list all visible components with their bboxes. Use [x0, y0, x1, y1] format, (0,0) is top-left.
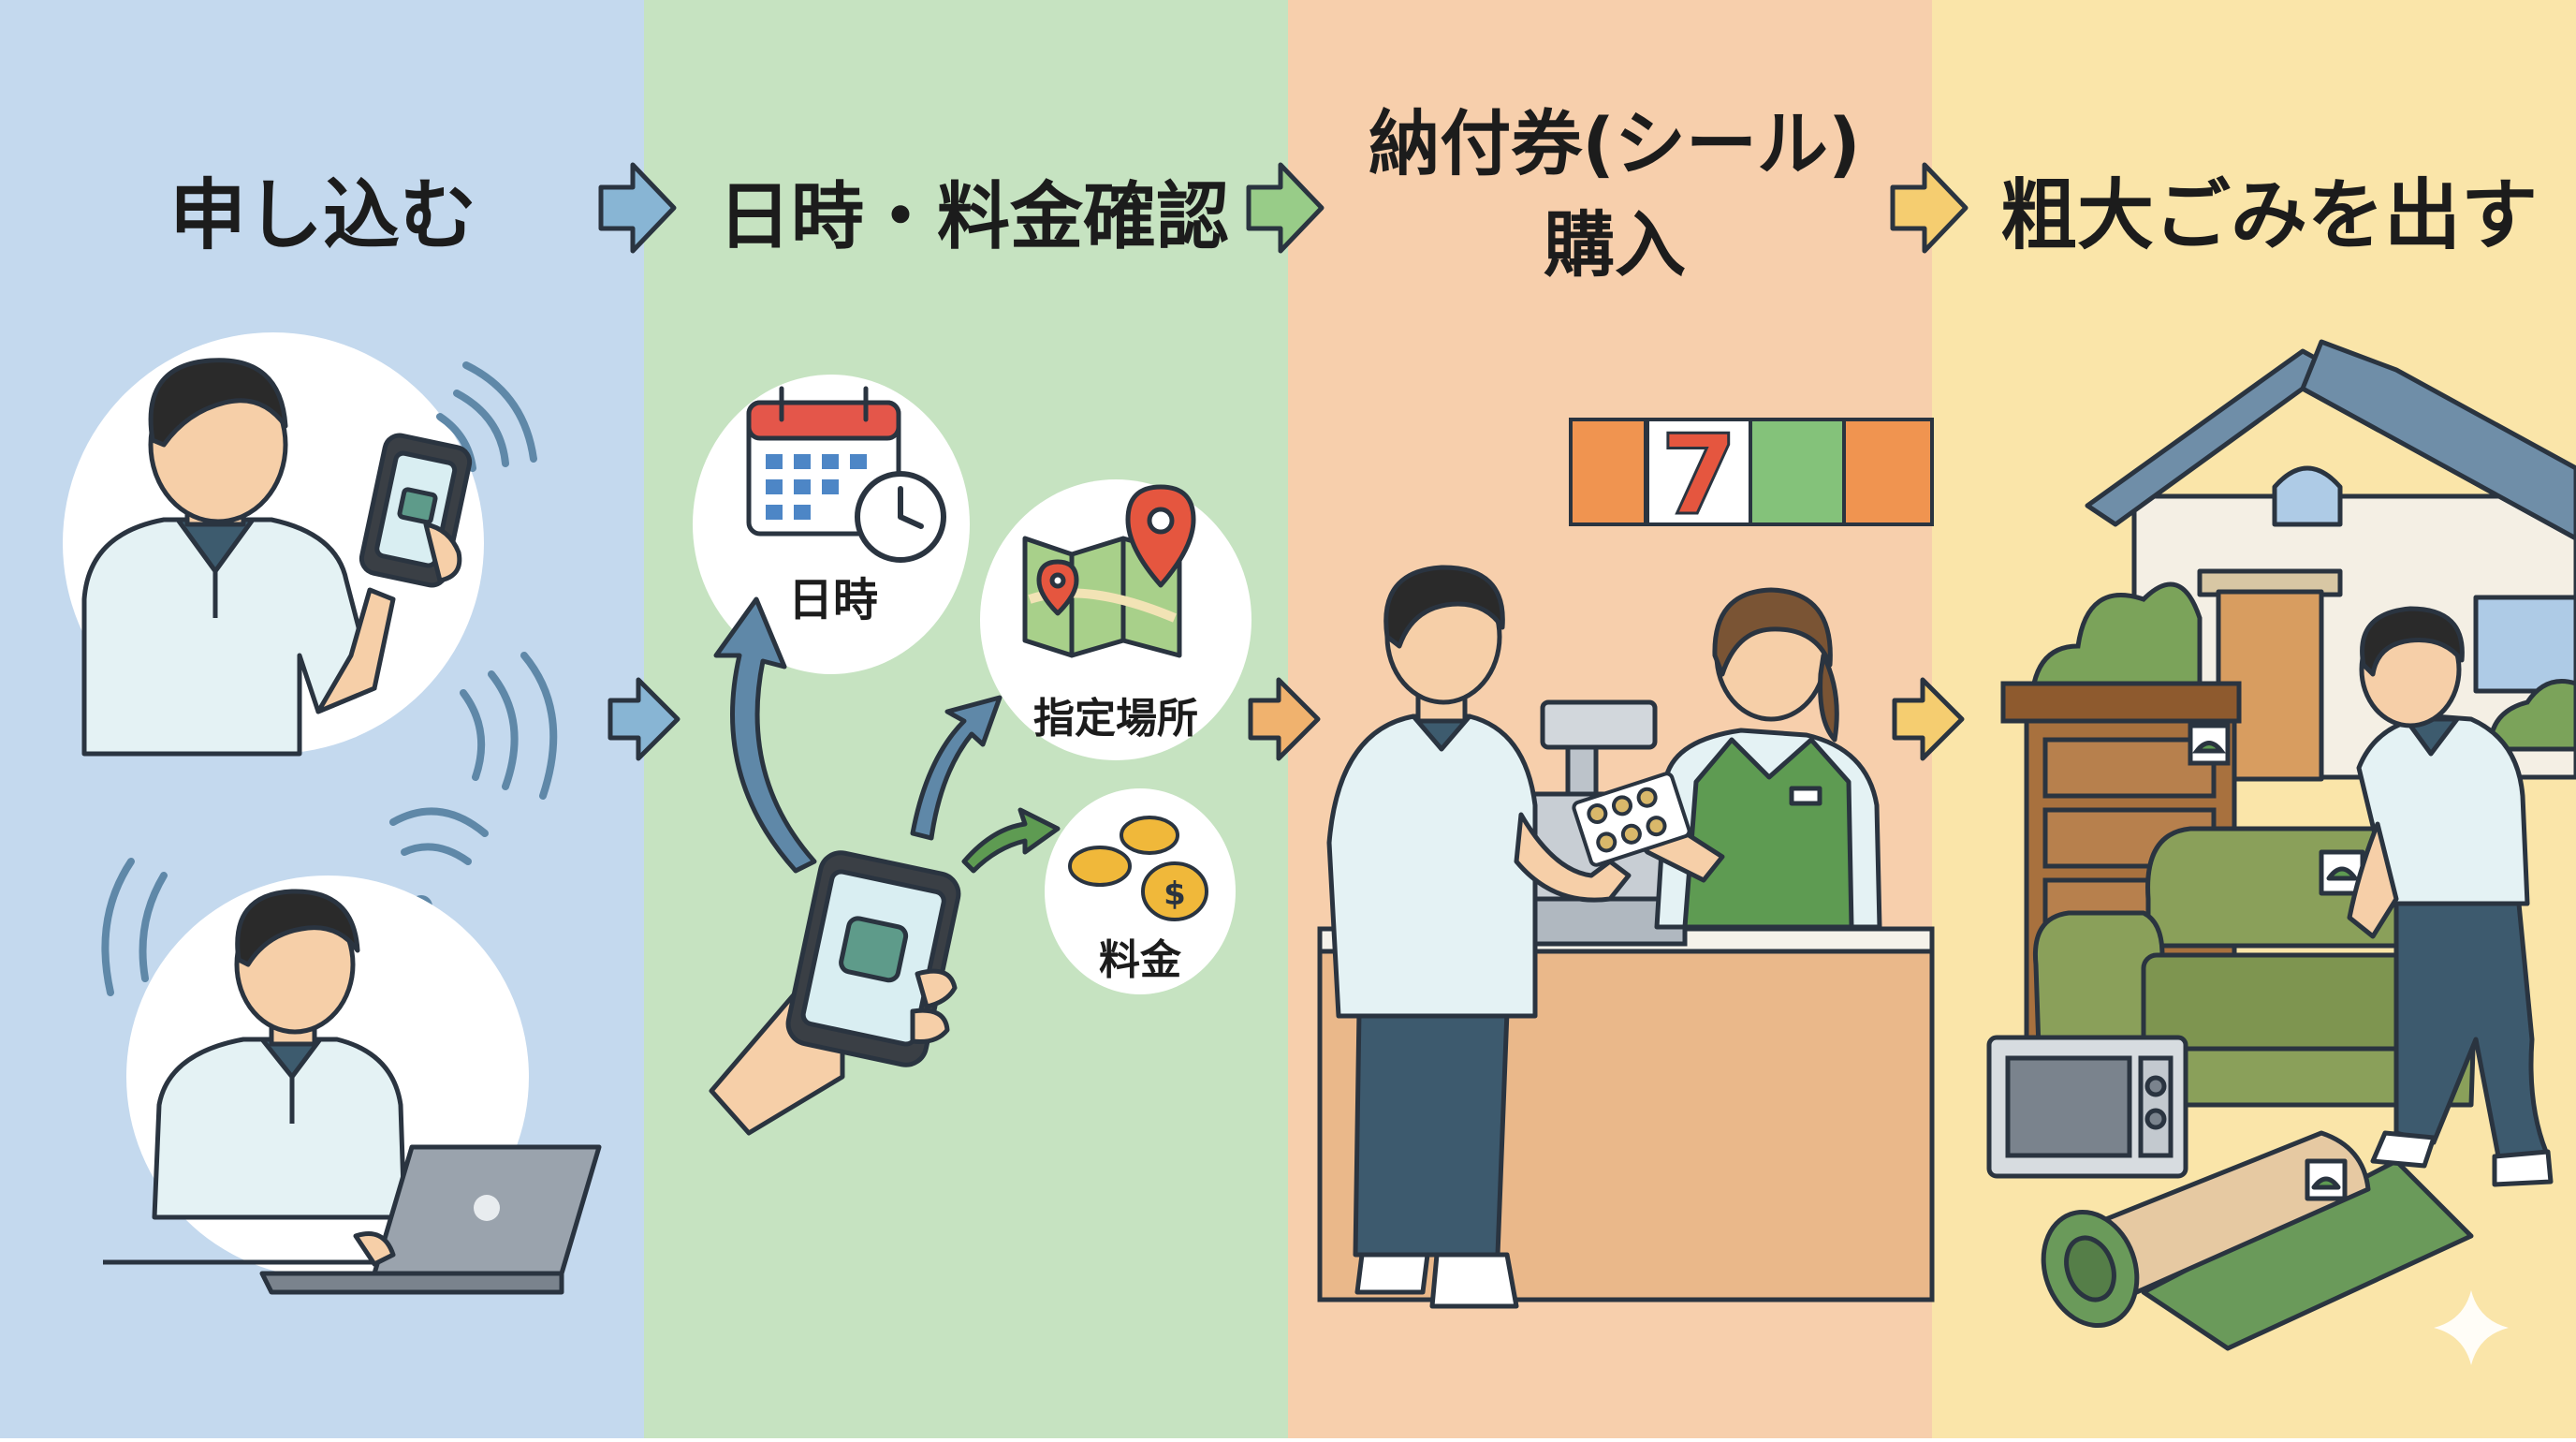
step3-title-line1: 納付券(シール): [1368, 102, 1860, 185]
man-with-laptop: [152, 889, 602, 1295]
store-sign: [1569, 418, 1934, 526]
datetime-label: 日時: [788, 574, 878, 626]
step2-title: 日時・料金確認: [718, 175, 1229, 259]
hand-with-phone: [709, 850, 961, 1136]
arrow-right-icon: [607, 677, 681, 761]
fee-bubble: [1045, 788, 1236, 994]
arrow-right-icon: [1246, 162, 1325, 254]
step3-title-line2: 購入: [1544, 203, 1686, 287]
arrow-right-icon: [1890, 162, 1969, 254]
clock-icon: [855, 471, 946, 563]
clerk: [1637, 587, 1882, 930]
svg-text:$: $: [1164, 876, 1186, 913]
step4-title: 粗大ごみを出す: [2000, 171, 2538, 260]
coins-icon: $: [1068, 816, 1208, 921]
rolled-rug: [2041, 1130, 2474, 1351]
step1-title: 申し込む: [169, 171, 476, 260]
fee-label: 料金: [1099, 936, 1182, 984]
store-logo: 7: [1661, 410, 1737, 539]
worker-carrying-sofa: [2347, 606, 2554, 1187]
microwave-icon: [1986, 1035, 2188, 1179]
man-with-phone: [81, 358, 473, 757]
arrow-right-icon: [598, 162, 677, 254]
map-icon: [1022, 484, 1196, 658]
curved-arrow-icon: [713, 596, 1061, 874]
customer: [1326, 565, 1632, 1309]
arrow-right-icon: [1892, 677, 1965, 761]
sparkle-icon: [2434, 1290, 2509, 1365]
location-label: 指定場所: [1033, 695, 1198, 743]
arrow-right-icon: [1248, 677, 1321, 761]
sticker-sheet-icon: [1572, 772, 1691, 867]
